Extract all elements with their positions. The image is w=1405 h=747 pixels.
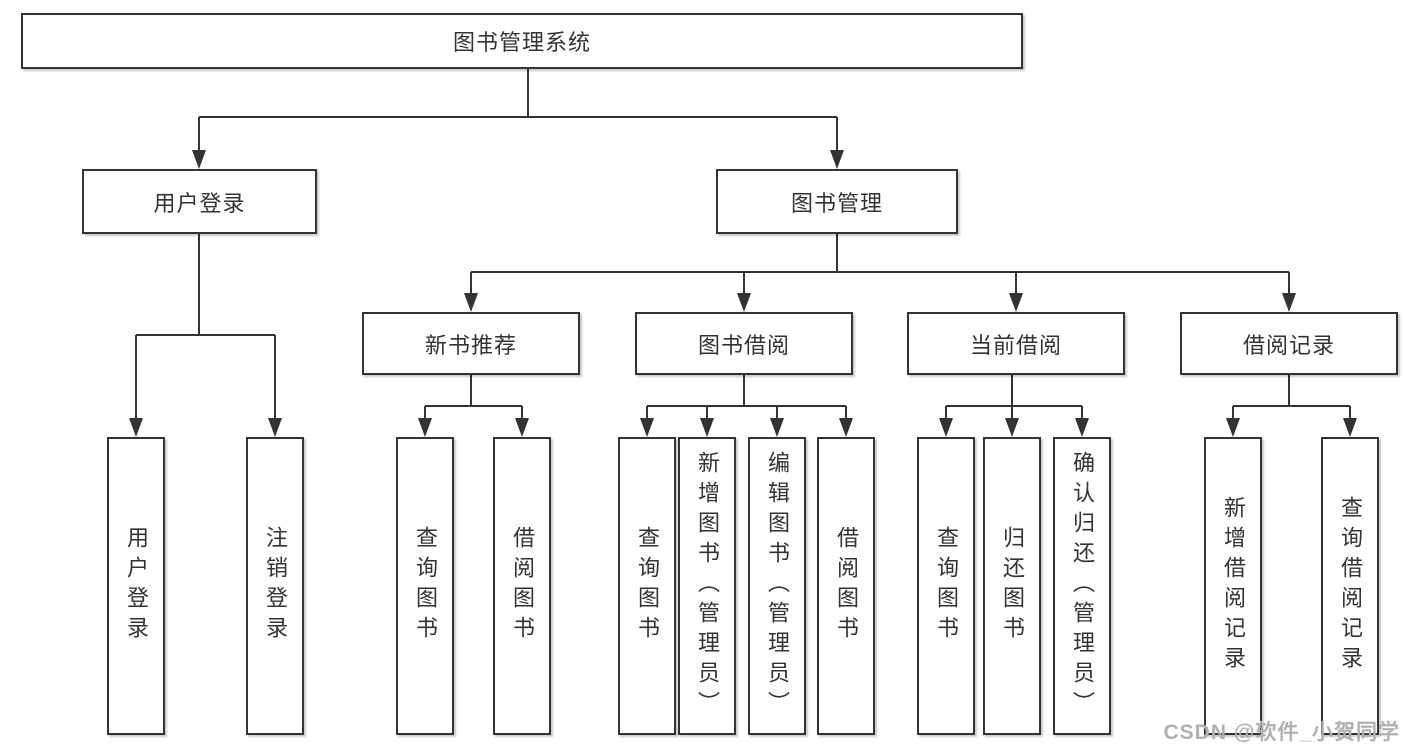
- node-user-login: 用户登录: [82, 169, 317, 234]
- arrowhead: [464, 293, 478, 312]
- connector-book-management-sections: [464, 234, 1296, 312]
- connector-user-login-children: [129, 234, 282, 437]
- arrowhead: [1005, 418, 1019, 437]
- node-borrow-books: 借阅图书: [817, 437, 875, 735]
- node-query-borrow-record: 查询借阅记录: [1321, 437, 1379, 735]
- arrowhead: [770, 418, 784, 437]
- node-current-borrowing: 当前借阅: [907, 312, 1125, 375]
- connector-new-book-children: [418, 375, 529, 437]
- connector-root-to-level1: [192, 68, 844, 169]
- node-root-system: 图书管理系统: [21, 13, 1023, 69]
- arrowhead: [737, 293, 751, 312]
- arrowhead: [1282, 293, 1296, 312]
- arrowhead: [418, 418, 432, 437]
- arrowhead: [515, 418, 529, 437]
- connector-book-borrow-children: [640, 375, 853, 437]
- node-book-management: 图书管理: [716, 169, 958, 234]
- node-borrow-books-recommend: 借阅图书: [493, 437, 551, 735]
- arrowhead: [830, 150, 844, 169]
- node-query-books-borrow: 查询图书: [618, 437, 676, 735]
- arrowhead: [268, 418, 282, 437]
- node-edit-book-admin: 编辑图书（管理员）: [748, 437, 806, 735]
- arrowhead: [1075, 418, 1089, 437]
- node-confirm-return-admin: 确认归还（管理员）: [1053, 437, 1111, 735]
- node-return-books: 归还图书: [983, 437, 1041, 735]
- node-user-login-leaf: 用户登录: [107, 437, 165, 735]
- arrowhead: [839, 418, 853, 437]
- arrowhead: [939, 418, 953, 437]
- arrowhead: [129, 418, 143, 437]
- connector-borrow-record-children: [1226, 375, 1357, 437]
- node-query-books-recommend: 查询图书: [396, 437, 454, 735]
- node-query-books-current: 查询图书: [917, 437, 975, 735]
- node-add-borrow-record: 新增借阅记录: [1204, 437, 1262, 735]
- arrowhead: [700, 418, 714, 437]
- arrowhead: [1009, 293, 1023, 312]
- arrowhead: [1226, 418, 1240, 437]
- arrowhead: [1343, 418, 1357, 437]
- connector-current-borrow-children: [939, 375, 1089, 437]
- node-logout: 注销登录: [246, 437, 304, 735]
- arrowhead: [640, 418, 654, 437]
- node-add-book-admin: 新增图书（管理员）: [678, 437, 736, 735]
- arrowhead: [192, 150, 206, 169]
- node-new-book-recommendation: 新书推荐: [362, 312, 580, 375]
- csdn-watermark: CSDN @软件_小贺同学: [1163, 721, 1400, 744]
- node-book-borrowing: 图书借阅: [635, 312, 853, 375]
- node-borrowing-records: 借阅记录: [1180, 312, 1398, 375]
